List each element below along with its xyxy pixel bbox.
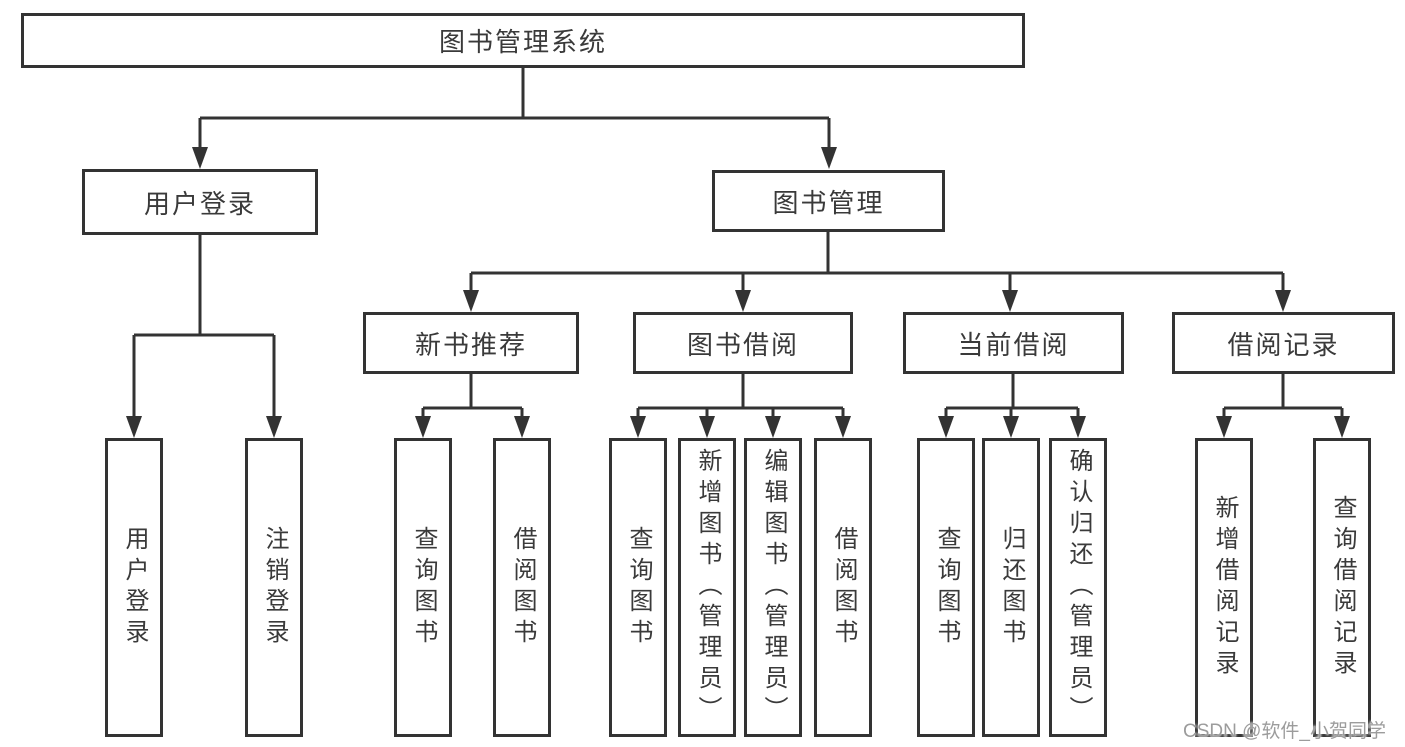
leaf-records-add-record-label: 新增借阅记录 [1211, 494, 1238, 681]
connector-newbooks-to-leaves [421, 374, 524, 429]
arrowheads [126, 147, 1350, 438]
arrowhead [1070, 416, 1086, 438]
leaf-logout-label: 注销登录 [261, 525, 288, 650]
node-book-management: 图书管理 [712, 170, 945, 232]
leaf-current-return-books: 归还图书 [982, 438, 1040, 737]
node-new-book-recommend: 新书推荐 [363, 312, 579, 374]
leaf-borrowing-query-books: 查询图书 [609, 438, 667, 737]
csdn-watermark: CSDN @软件_小贺同学 [1183, 721, 1386, 742]
leaf-borrowing-borrow-books-label: 借阅图书 [830, 525, 857, 650]
leaf-current-query-books-label: 查询图书 [933, 525, 960, 650]
arrowhead [699, 416, 715, 438]
arrowhead [1002, 290, 1018, 312]
node-current-borrowing-label: 当前借阅 [957, 329, 1070, 360]
leaf-borrowing-borrow-books: 借阅图书 [814, 438, 872, 737]
leaf-records-add-record: 新增借阅记录 [1195, 438, 1253, 737]
node-book-borrowing-label: 图书借阅 [686, 329, 799, 360]
arrowhead [765, 416, 781, 438]
arrowhead [1334, 416, 1350, 438]
leaf-newbooks-borrow-books-label: 借阅图书 [509, 525, 536, 650]
connector-bookborrow-to-leaves [636, 374, 845, 429]
arrowhead [415, 416, 431, 438]
leaf-user-login: 用户登录 [105, 438, 163, 737]
leaf-borrowing-edit-books-admin: 编辑图书（管理员） [744, 438, 802, 737]
leaf-logout: 注销登录 [245, 438, 303, 737]
arrowhead [835, 416, 851, 438]
node-book-management-label: 图书管理 [772, 187, 885, 218]
leaf-newbooks-borrow-books: 借阅图书 [493, 438, 551, 737]
node-library-management-system-label: 图书管理系统 [438, 27, 607, 57]
arrowhead [514, 416, 530, 438]
arrowhead [1275, 290, 1291, 312]
node-new-book-recommend-label: 新书推荐 [414, 329, 527, 360]
arrowhead [192, 147, 208, 169]
node-borrowing-records: 借阅记录 [1172, 312, 1395, 374]
node-borrowing-records-label: 借阅记录 [1227, 329, 1340, 360]
leaf-current-return-books-label: 归还图书 [998, 525, 1025, 650]
arrowhead [126, 416, 142, 438]
node-book-borrowing: 图书借阅 [633, 312, 853, 374]
leaf-borrowing-query-books-label: 查询图书 [625, 525, 652, 650]
arrowhead [938, 416, 954, 438]
connector-userlogin-to-leaves [132, 235, 276, 429]
leaf-records-query-record-label: 查询借阅记录 [1329, 494, 1356, 681]
arrowhead [1216, 416, 1232, 438]
leaf-records-query-record: 查询借阅记录 [1313, 438, 1371, 737]
node-user-login: 用户登录 [82, 169, 318, 235]
connector-bookmgmt-to-level3 [469, 232, 1285, 303]
arrowhead [821, 147, 837, 169]
node-current-borrowing: 当前借阅 [903, 312, 1124, 374]
arrowhead [266, 416, 282, 438]
arrowhead [463, 290, 479, 312]
arrowhead [735, 290, 751, 312]
leaf-user-login-label: 用户登录 [121, 525, 148, 650]
leaf-borrowing-add-books-admin: 新增图书（管理员） [678, 438, 736, 737]
leaf-newbooks-query-books-label: 查询图书 [410, 525, 437, 650]
leaf-current-confirm-return-admin-label: 确认归还（管理员） [1065, 448, 1092, 727]
leaf-current-confirm-return-admin: 确认归还（管理员） [1049, 438, 1107, 737]
leaf-current-query-books: 查询图书 [917, 438, 975, 737]
connector-borrowrecords-to-leaves [1222, 374, 1344, 429]
leaf-borrowing-add-books-admin-label: 新增图书（管理员） [694, 448, 721, 727]
connector-root-to-level2 [198, 68, 831, 160]
leaf-newbooks-query-books: 查询图书 [394, 438, 452, 737]
arrowhead [630, 416, 646, 438]
node-library-management-system: 图书管理系统 [21, 13, 1025, 68]
arrowhead [1003, 416, 1019, 438]
node-user-login-label: 用户登录 [143, 188, 256, 219]
leaf-borrowing-edit-books-admin-label: 编辑图书（管理员） [760, 448, 787, 727]
